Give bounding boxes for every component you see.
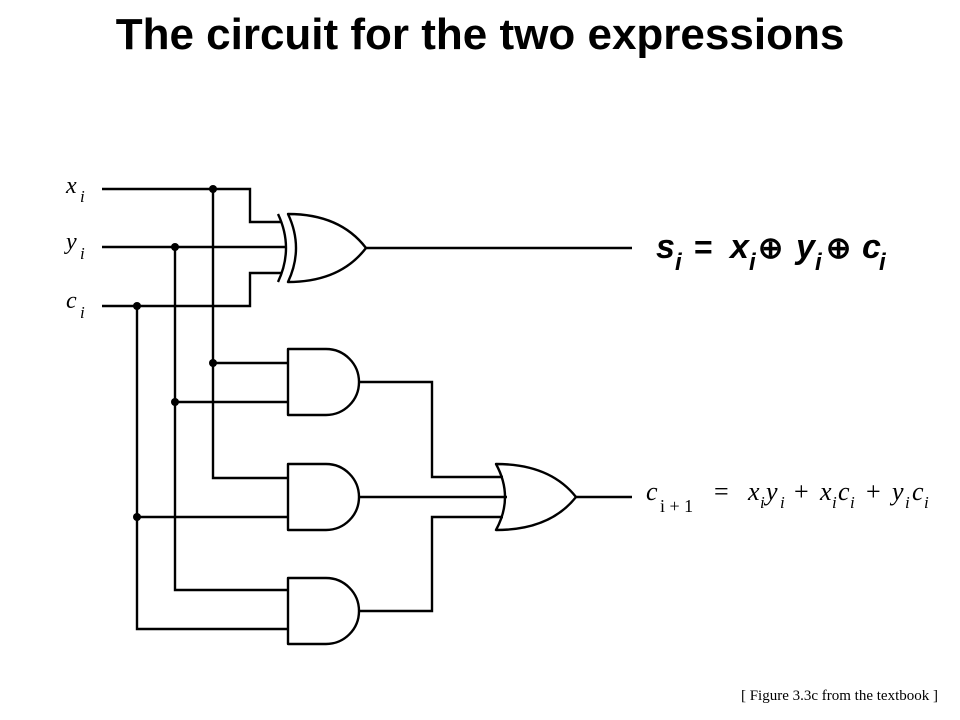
junction-x-2 bbox=[209, 359, 217, 367]
svg-text:x: x bbox=[728, 228, 751, 266]
svg-text:c: c bbox=[912, 477, 924, 506]
svg-text:=: = bbox=[714, 477, 729, 506]
svg-text:c: c bbox=[66, 288, 77, 314]
svg-text:y: y bbox=[64, 229, 77, 255]
wire-c-tap bbox=[135, 306, 288, 631]
svg-text:y: y bbox=[763, 477, 778, 506]
svg-text:y: y bbox=[794, 228, 817, 266]
svg-text:s: s bbox=[656, 228, 675, 266]
svg-text:⊕: ⊕ bbox=[826, 232, 851, 265]
page-title: The circuit for the two expressions bbox=[115, 10, 845, 59]
figure-caption: [ Figure 3.3c from the textbook ] bbox=[740, 688, 938, 704]
svg-text:i: i bbox=[675, 249, 683, 276]
and-gate-xc bbox=[286, 462, 361, 532]
svg-text:c: c bbox=[646, 477, 658, 506]
svg-text:c: c bbox=[838, 477, 850, 506]
svg-text:y: y bbox=[889, 477, 904, 506]
svg-text:+: + bbox=[866, 477, 881, 506]
xor-gate bbox=[276, 212, 368, 284]
junction-c-1 bbox=[133, 302, 141, 310]
junction-y-2 bbox=[171, 398, 179, 406]
svg-text:i + 1: i + 1 bbox=[660, 496, 693, 516]
svg-text:i: i bbox=[760, 493, 765, 512]
svg-text:c: c bbox=[862, 228, 881, 266]
junction-c-2 bbox=[133, 513, 141, 521]
input-label-x: x i bbox=[65, 173, 85, 206]
svg-text:+: + bbox=[794, 477, 809, 506]
svg-text:i: i bbox=[749, 249, 757, 276]
svg-text:x: x bbox=[65, 173, 77, 199]
svg-text:i: i bbox=[850, 493, 855, 512]
carry-equation: c i + 1 = x i y i + x i c i + y i c i bbox=[646, 477, 929, 516]
wire-y-tap bbox=[173, 247, 288, 592]
and-gate-xy bbox=[286, 347, 361, 417]
svg-text:i: i bbox=[780, 493, 785, 512]
wire-x-tap bbox=[211, 189, 288, 480]
wire-c-input bbox=[102, 271, 282, 308]
junction-x-1 bbox=[209, 185, 217, 193]
svg-text:i: i bbox=[924, 493, 929, 512]
svg-text:i: i bbox=[80, 244, 85, 263]
wire-x-input bbox=[102, 187, 282, 224]
input-label-y: y i bbox=[64, 229, 85, 263]
svg-text:x: x bbox=[819, 477, 832, 506]
svg-text:i: i bbox=[905, 493, 910, 512]
wire-and-xy-output bbox=[359, 380, 503, 479]
svg-text:i: i bbox=[879, 249, 887, 276]
or-gate bbox=[494, 462, 578, 532]
and-gate-yc bbox=[286, 576, 361, 646]
junction-y-1 bbox=[171, 243, 179, 251]
svg-text:i: i bbox=[832, 493, 837, 512]
wire-and-yc-output bbox=[359, 515, 503, 613]
svg-text:i: i bbox=[80, 187, 85, 206]
sum-equation: s i = x i ⊕ y i ⊕ c i bbox=[656, 228, 887, 276]
svg-text:=: = bbox=[694, 229, 713, 265]
svg-text:i: i bbox=[80, 303, 85, 322]
svg-text:i: i bbox=[815, 249, 823, 276]
input-label-c: c i bbox=[66, 288, 85, 322]
svg-text:x: x bbox=[747, 477, 760, 506]
svg-text:⊕: ⊕ bbox=[758, 232, 783, 265]
